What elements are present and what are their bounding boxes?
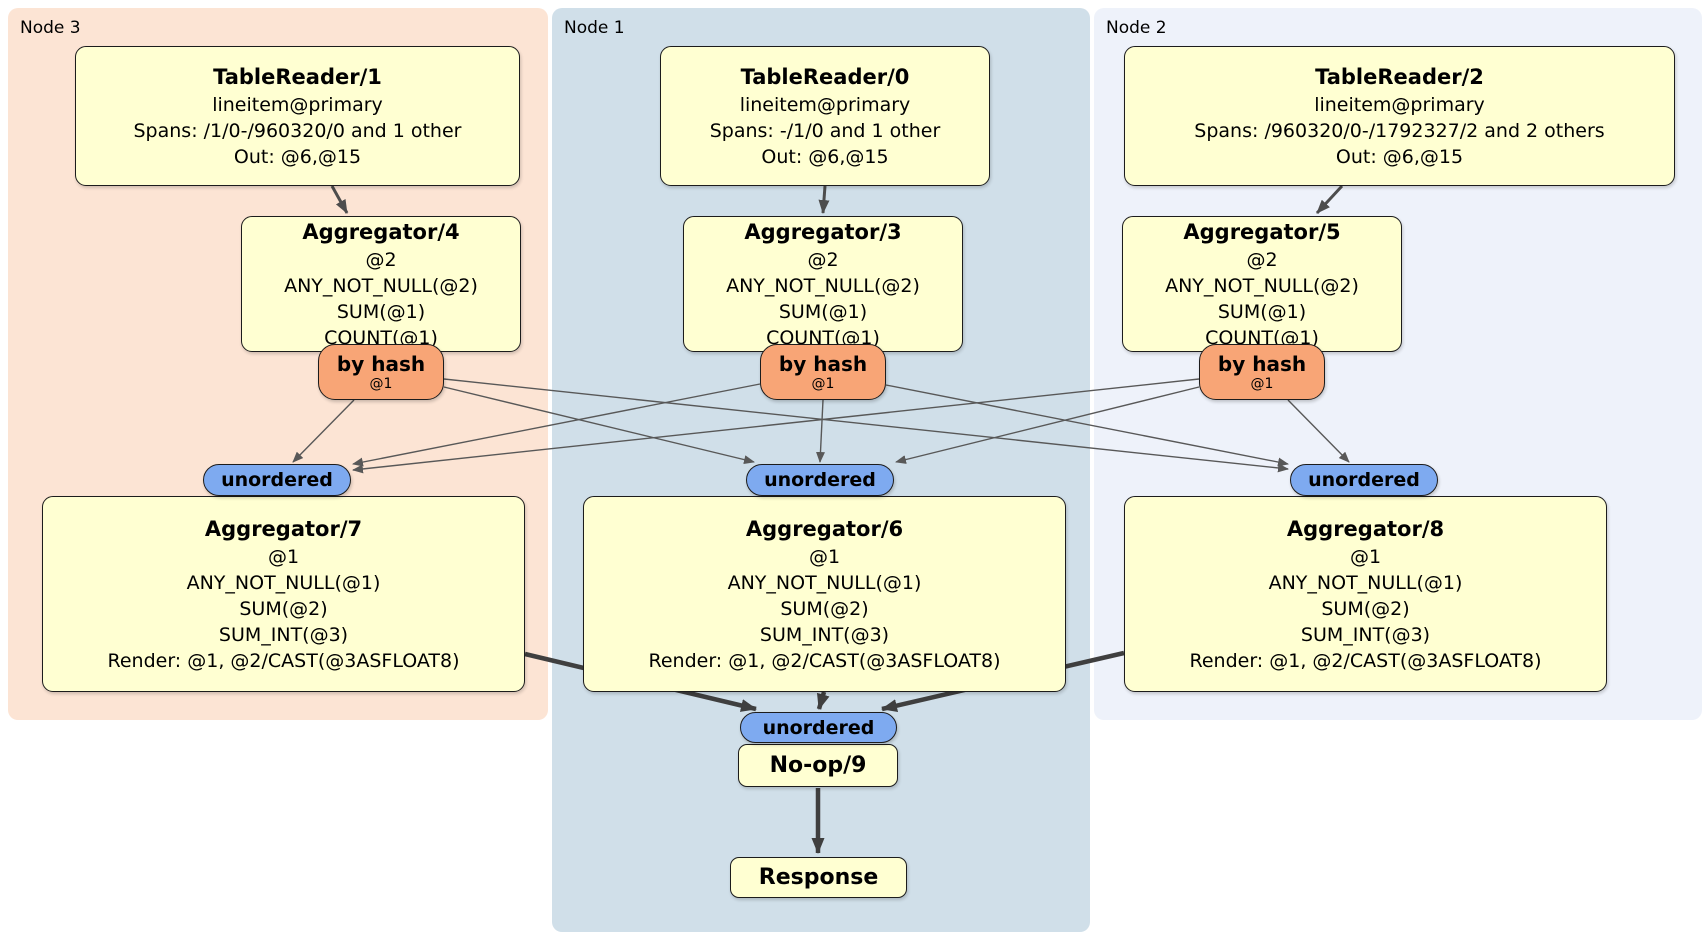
processor-detail-line: ANY_NOT_NULL(@2) bbox=[726, 274, 920, 297]
processor-tablereader-0: TableReader/0 lineitem@primary Spans: -/… bbox=[660, 46, 990, 186]
processor-detail-line: lineitem@primary bbox=[212, 93, 383, 116]
processor-detail-line: ANY_NOT_NULL(@1) bbox=[727, 571, 922, 594]
processor-detail-line: Out: @6,@15 bbox=[761, 145, 889, 168]
processor-detail-line: lineitem@primary bbox=[1314, 93, 1485, 116]
router-label: by hash bbox=[336, 351, 426, 376]
region-label-node1: Node 1 bbox=[564, 18, 625, 38]
processor-title: TableReader/0 bbox=[740, 64, 910, 89]
processor-detail-line: SUM(@1) bbox=[1217, 300, 1307, 323]
processor-detail-line: @1 bbox=[267, 545, 300, 568]
sync-unordered-final: unordered bbox=[740, 712, 897, 743]
processor-detail-line: COUNT(@1) bbox=[1205, 326, 1319, 349]
processor-title: Aggregator/3 bbox=[744, 219, 902, 244]
processor-detail-line: @2 bbox=[807, 248, 839, 271]
processor-aggregator-3: Aggregator/3 @2 ANY_NOT_NULL(@2) SUM(@1)… bbox=[683, 216, 963, 352]
router-label: by hash bbox=[778, 351, 868, 376]
processor-aggregator-5: Aggregator/5 @2 ANY_NOT_NULL(@2) SUM(@1)… bbox=[1122, 216, 1402, 352]
processor-detail-line: lineitem@primary bbox=[739, 93, 911, 116]
processor-detail-line: SUM(@2) bbox=[239, 597, 328, 620]
processor-detail-line: Render: @1, @2/CAST(@3ASFLOAT8) bbox=[648, 649, 1001, 672]
processor-detail-line: SUM(@1) bbox=[778, 300, 868, 323]
processor-detail-line: Spans: /1/0-/960320/0 and 1 other bbox=[133, 119, 462, 142]
processor-detail-line: @1 bbox=[808, 545, 841, 568]
processor-detail-line: Render: @1, @2/CAST(@3ASFLOAT8) bbox=[107, 649, 460, 672]
sync-label: unordered bbox=[1308, 469, 1420, 491]
processor-detail-line: SUM_INT(@3) bbox=[218, 623, 349, 646]
router-detail: @1 bbox=[1250, 375, 1274, 392]
processor-detail-line: ANY_NOT_NULL(@2) bbox=[284, 274, 478, 297]
processor-detail-line: COUNT(@1) bbox=[766, 326, 880, 349]
sync-label: unordered bbox=[221, 469, 333, 491]
processor-title: TableReader/1 bbox=[213, 64, 382, 89]
processor-tablereader-1: TableReader/1 lineitem@primary Spans: /1… bbox=[75, 46, 520, 186]
processor-detail-line: Spans: /960320/0-/1792327/2 and 2 others bbox=[1194, 119, 1605, 142]
processor-title: Aggregator/5 bbox=[1183, 219, 1341, 244]
processor-aggregator-7: Aggregator/7 @1 ANY_NOT_NULL(@1) SUM(@2)… bbox=[42, 496, 525, 692]
sync-label: unordered bbox=[762, 716, 875, 739]
processor-detail-line: Out: @6,@15 bbox=[233, 145, 362, 168]
processor-title: Aggregator/8 bbox=[1286, 516, 1445, 541]
processor-tablereader-2: TableReader/2 lineitem@primary Spans: /9… bbox=[1124, 46, 1675, 186]
processor-detail-line: SUM_INT(@3) bbox=[759, 623, 890, 646]
router-by-hash-3: by hash @1 bbox=[760, 344, 886, 400]
router-by-hash-5: by hash @1 bbox=[1199, 344, 1325, 400]
processor-title: No-op/9 bbox=[769, 753, 867, 778]
router-by-hash-4: by hash @1 bbox=[318, 344, 444, 400]
processor-title: Aggregator/4 bbox=[302, 219, 460, 244]
processor-noop-9: No-op/9 bbox=[738, 744, 898, 787]
region-label-node2: Node 2 bbox=[1106, 18, 1167, 38]
region-label-node3: Node 3 bbox=[20, 18, 81, 38]
router-label: by hash bbox=[1217, 351, 1307, 376]
processor-detail-line: Render: @1, @2/CAST(@3ASFLOAT8) bbox=[1189, 649, 1542, 672]
processor-response: Response bbox=[730, 857, 907, 898]
processor-title: Aggregator/7 bbox=[204, 516, 363, 541]
processor-detail-line: SUM_INT(@3) bbox=[1300, 623, 1431, 646]
processor-detail-line: ANY_NOT_NULL(@1) bbox=[1268, 571, 1463, 594]
processor-detail-line: SUM(@1) bbox=[336, 300, 426, 323]
processor-detail-line: @2 bbox=[365, 248, 397, 271]
processor-aggregator-4: Aggregator/4 @2 ANY_NOT_NULL(@2) SUM(@1)… bbox=[241, 216, 521, 352]
processor-aggregator-8: Aggregator/8 @1 ANY_NOT_NULL(@1) SUM(@2)… bbox=[1124, 496, 1607, 692]
processor-detail-line: ANY_NOT_NULL(@2) bbox=[1165, 274, 1359, 297]
processor-title: TableReader/2 bbox=[1315, 64, 1484, 89]
sync-unordered-8: unordered bbox=[1290, 464, 1438, 496]
sync-unordered-7: unordered bbox=[203, 464, 351, 496]
processor-title: Response bbox=[758, 865, 879, 890]
processor-detail-line: SUM(@2) bbox=[780, 597, 869, 620]
processor-title: Aggregator/6 bbox=[745, 516, 904, 541]
processor-aggregator-6: Aggregator/6 @1 ANY_NOT_NULL(@1) SUM(@2)… bbox=[583, 496, 1066, 692]
processor-detail-line: @2 bbox=[1246, 248, 1278, 271]
sync-label: unordered bbox=[764, 469, 876, 491]
processor-detail-line: @1 bbox=[1349, 545, 1382, 568]
processor-detail-line: Out: @6,@15 bbox=[1335, 145, 1464, 168]
processor-detail-line: ANY_NOT_NULL(@1) bbox=[186, 571, 381, 594]
processor-detail-line: SUM(@2) bbox=[1321, 597, 1410, 620]
router-detail: @1 bbox=[369, 375, 393, 392]
sync-unordered-6: unordered bbox=[746, 464, 894, 496]
processor-detail-line: COUNT(@1) bbox=[324, 326, 438, 349]
router-detail: @1 bbox=[811, 375, 835, 392]
processor-detail-line: Spans: -/1/0 and 1 other bbox=[709, 119, 941, 142]
